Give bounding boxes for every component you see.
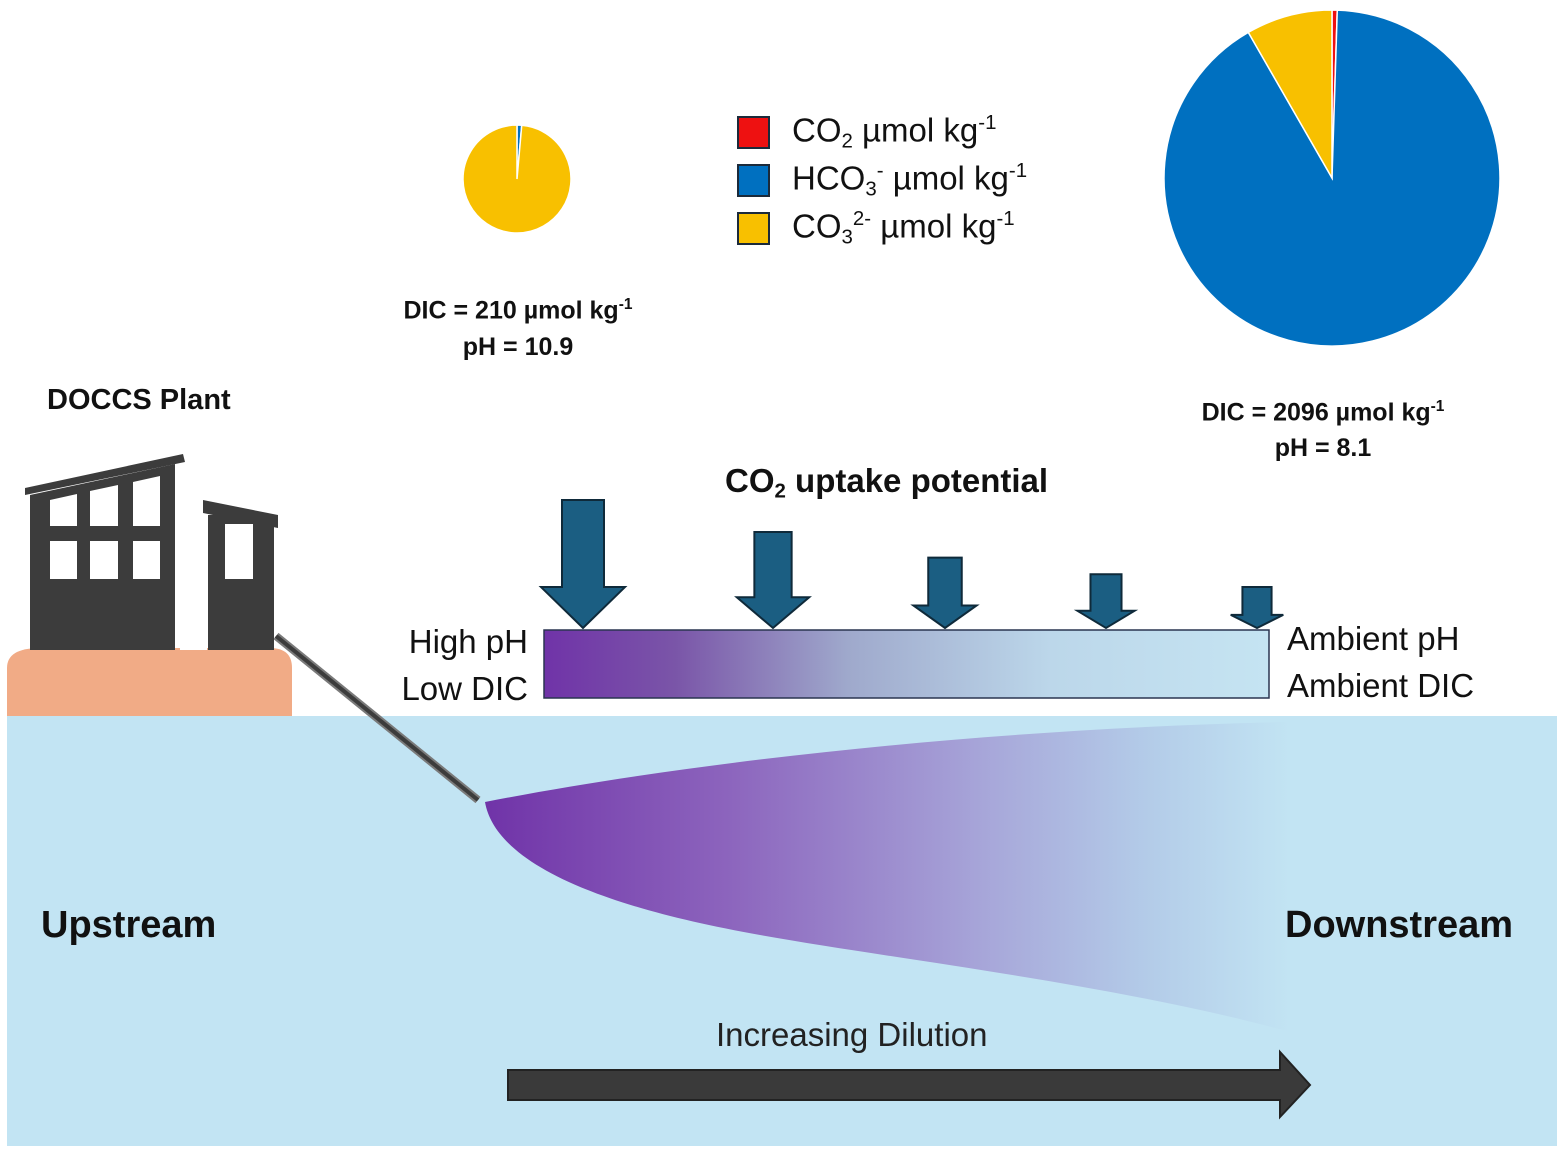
low-dic-label: Low DIC [401, 670, 528, 707]
uptake-arrow-3 [910, 556, 980, 630]
discharge-pipe-core [274, 634, 480, 802]
hco3-swatch [737, 163, 770, 197]
legend-label-hco3: HCO3- µmol kg-1 [792, 158, 1028, 201]
uptake-arrow-5 [1230, 586, 1284, 630]
ambient-ph-label: Ambient pH [1287, 620, 1460, 657]
co2-swatch [737, 115, 770, 149]
ph-dic-gradient-bar [543, 629, 1270, 699]
uptake-arrow-1 [538, 499, 628, 630]
dilution-label: Increasing Dilution [716, 1016, 988, 1053]
downstream-label: Downstream [1285, 904, 1514, 946]
legend-item-co3: CO32- µmol kg-1 [737, 206, 1015, 249]
downstream-pie-chart [1163, 9, 1501, 347]
co3-swatch [737, 211, 770, 245]
land-mound [7, 648, 292, 716]
dilution-arrow [507, 1049, 1312, 1120]
legend-item-co2: CO2 µmol kg-1 [737, 110, 997, 153]
building-windows [50, 476, 253, 650]
legend-label-co2: CO2 µmol kg-1 [792, 110, 997, 153]
upstream-pie-co3-slice [462, 124, 572, 234]
legend-label-co3: CO32- µmol kg-1 [792, 206, 1015, 249]
downstream-dic-label: DIC = 2096 µmol kg-1 [1201, 398, 1445, 427]
alkalinity-plume [485, 722, 1290, 1032]
uptake-arrow-4 [1073, 573, 1139, 630]
downstream-pie-co3-slice [1247, 9, 1333, 181]
high-ph-label: High pH [408, 623, 528, 660]
uptake-arrows [538, 499, 1284, 630]
plant-label: DOCCS Plant [47, 384, 231, 416]
upstream-dic-label: DIC = 210 µmol kg-1 [403, 296, 633, 325]
downstream-ph-label: pH = 8.1 [1274, 434, 1372, 462]
upstream-label: Upstream [41, 904, 217, 946]
uptake-arrow-2 [734, 531, 812, 630]
upstream-ph-label: pH = 10.9 [462, 333, 574, 361]
upstream-pie-chart [462, 124, 572, 234]
ambient-dic-label: Ambient DIC [1287, 667, 1475, 704]
legend-item-hco3: HCO3- µmol kg-1 [737, 158, 1028, 201]
uptake-title: CO2 uptake potential [725, 462, 1049, 503]
